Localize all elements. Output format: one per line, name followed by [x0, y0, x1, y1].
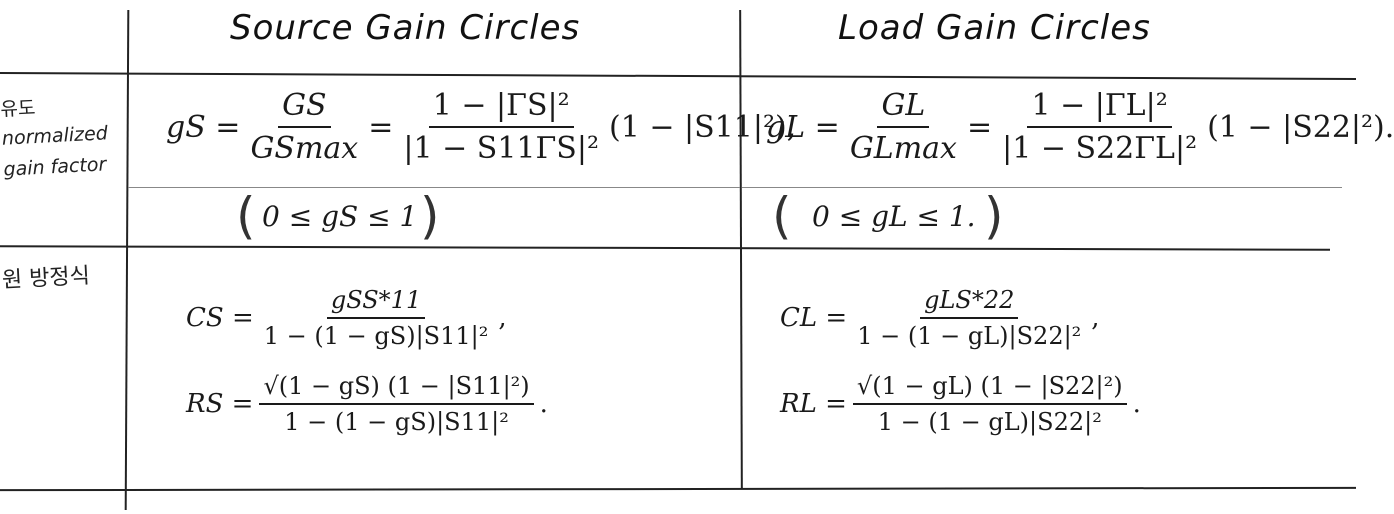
source-R-lhs: RS = [186, 389, 254, 419]
source-range-right-paren: ) [420, 187, 440, 245]
horizontal-line-subrow-left [128, 187, 740, 188]
source-R-den: 1 − (1 − gS)|S11|² [284, 408, 509, 436]
source-radius-equation: RS = √(1 − gS) (1 − |S11|²) 1 − (1 − gS)… [186, 372, 548, 436]
load-C-tail: , [1091, 303, 1100, 333]
load-g-frac2-den: |1 − S22ΓL|² [1002, 131, 1198, 166]
load-g-lhs: gL = [766, 109, 840, 145]
load-R-num: √(1 − gL) (1 − |S22|²) [852, 372, 1127, 405]
load-R-fraction: √(1 − gL) (1 − |S22|²) 1 − (1 − gL)|S22|… [852, 372, 1127, 436]
source-C-lhs: CS = [186, 303, 254, 333]
load-C-num: gLS*22 [920, 286, 1019, 319]
horizontal-line-subrow-right [742, 187, 1342, 188]
load-g-frac-den: GLmax [849, 131, 957, 166]
load-C-lhs: CL = [780, 303, 848, 333]
source-range-left-paren: ( [236, 187, 256, 245]
source-R-num: √(1 − gS) (1 − |S11|²) [259, 372, 534, 405]
load-circle-equations: CL = gLS*22 1 − (1 − gL)|S22|² , RL = √(… [764, 272, 1141, 462]
source-C-num: gSS*11 [326, 286, 426, 319]
source-g-frac2-num: 1 − |ΓS|² [428, 88, 574, 128]
horizontal-line-middle [0, 245, 1331, 251]
source-circle-equations: CS = gSS*11 1 − (1 − gS)|S11|² , RS = √(… [170, 272, 548, 462]
vertical-divider-left [124, 9, 130, 511]
source-g-lhs: gS = [166, 109, 241, 145]
source-R-tail: . [539, 389, 548, 419]
load-C-fraction: gLS*22 1 − (1 − gL)|S22|² [853, 286, 1085, 350]
source-g-frac-num: GS [278, 88, 331, 128]
row-label-gain-factor: 유도 normalized gain factor [0, 95, 110, 181]
load-g-frac2-num: 1 − |ΓL|² [1027, 88, 1172, 128]
load-gain-equation: gL = GL GLmax = 1 − |ΓL|² |1 − S22ΓL|² (… [766, 88, 1394, 166]
row-label-line2: gain factor [3, 153, 107, 181]
source-g-fraction2: 1 − |ΓS|² |1 − S11ΓS|² [399, 88, 603, 166]
horizontal-line-bottom [0, 486, 1357, 492]
source-g-tail: (1 − |S11|²), [609, 109, 797, 145]
source-gain-equation: gS = GS GSmax = 1 − |ΓS|² |1 − S11ΓS|² (… [166, 88, 796, 166]
load-range: 0 ≤ gL ≤ 1. [812, 200, 976, 233]
source-g-frac-den: GSmax [250, 131, 359, 166]
source-g-fraction: GS GSmax [246, 88, 362, 166]
row-label-korean: 유도 [0, 96, 36, 121]
source-C-fraction: gSS*11 1 − (1 − gS)|S11|² [260, 286, 493, 350]
load-R-lhs: RL = [780, 389, 847, 419]
row-label-line1: normalized [1, 122, 109, 150]
source-g-eq: = [368, 109, 394, 145]
load-gain-circles-header: Load Gain Circles [838, 8, 1151, 48]
load-g-tail: (1 − |S22|²). [1207, 109, 1394, 145]
source-center-equation: CS = gSS*11 1 − (1 − gS)|S11|² , [186, 286, 524, 350]
source-range: 0 ≤ gS ≤ 1 [262, 200, 418, 233]
source-R-fraction: √(1 − gS) (1 − |S11|²) 1 − (1 − gS)|S11|… [259, 372, 534, 436]
load-R-tail: . [1132, 389, 1141, 419]
load-g-fraction2: 1 − |ΓL|² |1 − S22ΓL|² [998, 88, 1201, 166]
source-C-tail: , [498, 303, 507, 333]
source-C-den: 1 − (1 − gS)|S11|² [263, 322, 489, 350]
horizontal-line-header [0, 72, 1356, 80]
load-center-equation: CL = gLS*22 1 − (1 − gL)|S22|² , [780, 286, 1124, 350]
load-range-left-paren: ( [772, 187, 792, 245]
load-g-eq: = [966, 109, 993, 145]
row-label-circle-equation: 원 방정식 [1, 263, 91, 294]
load-radius-equation: RL = √(1 − gL) (1 − |S22|²) 1 − (1 − gL)… [780, 372, 1141, 436]
load-g-fraction: GL GLmax [846, 88, 961, 166]
load-range-right-paren: ) [984, 187, 1004, 245]
load-g-frac-num: GL [877, 88, 930, 128]
load-C-den: 1 − (1 − gL)|S22|² [857, 322, 1082, 350]
load-R-den: 1 − (1 − gL)|S22|² [877, 408, 1102, 436]
source-g-frac2-den: |1 − S11ΓS|² [403, 131, 599, 166]
source-gain-circles-header: Source Gain Circles [230, 8, 581, 48]
